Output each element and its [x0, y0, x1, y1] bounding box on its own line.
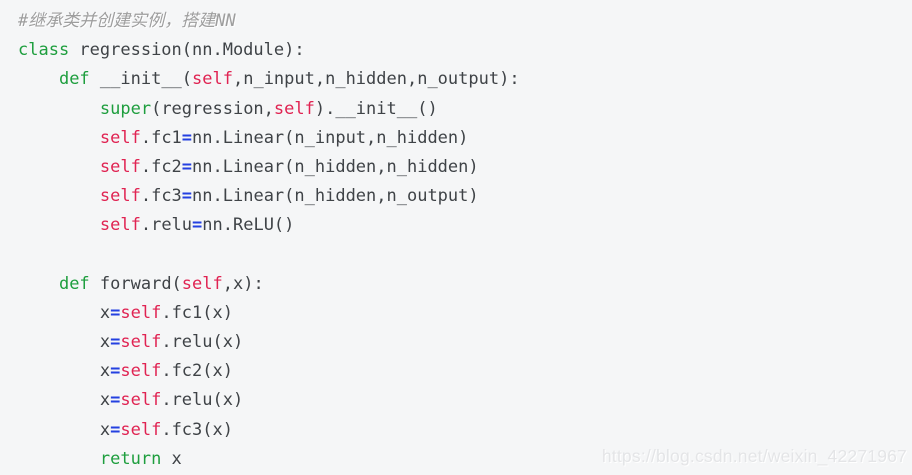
code-token: = [181, 127, 193, 148]
code-token: .relu(x) [161, 390, 244, 411]
code-token: def [58, 273, 90, 294]
code-token: ).__init__() [314, 98, 438, 119]
code-token: x [18, 302, 111, 323]
code-token: ,n_input,n_hidden,n_output): [232, 69, 520, 90]
code-token: self [120, 419, 162, 440]
code-token: regression(nn.Module): [69, 40, 305, 61]
code-token: (regression, [151, 98, 274, 119]
code-token: __init__( [89, 69, 193, 90]
code-token: self [192, 69, 233, 90]
code-token: class [18, 40, 70, 61]
code-line: x=self.fc2(x) [18, 357, 912, 386]
code-line: def __init__(self,n_input,n_hidden,n_out… [18, 65, 912, 94]
code-token: = [110, 332, 121, 353]
code-token: nn.ReLU() [202, 215, 295, 236]
code-token: .relu [140, 215, 193, 236]
code-token: nn.Linear(n_hidden,n_output) [192, 186, 479, 207]
code-token: self [99, 186, 141, 207]
code-line: def forward(self,x): [18, 270, 912, 299]
code-token: nn.Linear(n_input,n_hidden) [192, 127, 469, 148]
code-token [18, 449, 100, 469]
code-token: self [99, 215, 141, 236]
code-token: nn.Linear(n_hidden,n_hidden) [192, 156, 479, 177]
code-token: self [181, 273, 223, 294]
code-line: self.fc2=nn.Linear(n_hidden,n_hidden) [18, 153, 912, 182]
code-token [18, 186, 100, 206]
code-line: super(regression,self).__init__() [18, 95, 912, 124]
code-token: x [161, 448, 182, 469]
code-token: = [110, 419, 121, 440]
code-token: = [192, 215, 203, 236]
code-token: = [110, 361, 121, 382]
code-token: .fc1 [140, 127, 182, 148]
code-line: class regression(nn.Module): [18, 36, 912, 65]
code-line: self.fc1=nn.Linear(n_input,n_hidden) [18, 124, 912, 153]
code-token: x [18, 419, 111, 440]
code-line: return x [18, 445, 912, 474]
code-token: x [18, 332, 111, 353]
code-token: self [120, 361, 162, 382]
code-token: .fc3 [140, 186, 182, 207]
code-token: return [99, 448, 162, 469]
code-token: = [181, 186, 193, 207]
code-token: .fc3(x) [161, 419, 233, 440]
code-token [18, 274, 59, 294]
code-token: self [99, 127, 141, 148]
code-token: ,x): [222, 273, 264, 294]
code-line [18, 241, 912, 270]
code-token: .fc2 [140, 156, 182, 177]
code-token [18, 69, 59, 89]
code-line: self.relu=nn.ReLU() [18, 211, 912, 240]
code-line: #继承类并创建实例，搭建NN [18, 7, 912, 36]
code-token: = [110, 302, 121, 323]
code-token: .fc1(x) [161, 302, 233, 323]
code-token: self [120, 302, 162, 323]
code-token [18, 215, 100, 235]
code-line: x=self.relu(x) [18, 386, 912, 415]
code-token: x [18, 390, 111, 411]
code-line: self.fc3=nn.Linear(n_hidden,n_output) [18, 182, 912, 211]
code-token: = [181, 156, 193, 177]
code-token: .fc2(x) [161, 361, 233, 382]
code-line: x=self.fc3(x) [18, 416, 912, 445]
code-token: def [58, 69, 90, 90]
code-token: x [18, 361, 111, 382]
code-token [18, 157, 100, 177]
code-token: forward( [89, 273, 182, 294]
code-token: self [99, 156, 141, 177]
code-token: .relu(x) [161, 332, 244, 353]
code-token: = [110, 390, 121, 411]
code-token: self [273, 98, 315, 119]
code-line: x=self.fc1(x) [18, 299, 912, 328]
code-token: self [120, 332, 162, 353]
watermark: https://blog.csdn.net/weixin_42271967 [601, 446, 907, 466]
code-line: x=self.relu(x) [18, 328, 912, 357]
code-token: super [99, 98, 152, 119]
code-token: #继承类并创建实例，搭建NN [18, 11, 236, 31]
code-token [18, 99, 100, 119]
code-token [18, 128, 100, 148]
code-token: self [120, 390, 162, 411]
